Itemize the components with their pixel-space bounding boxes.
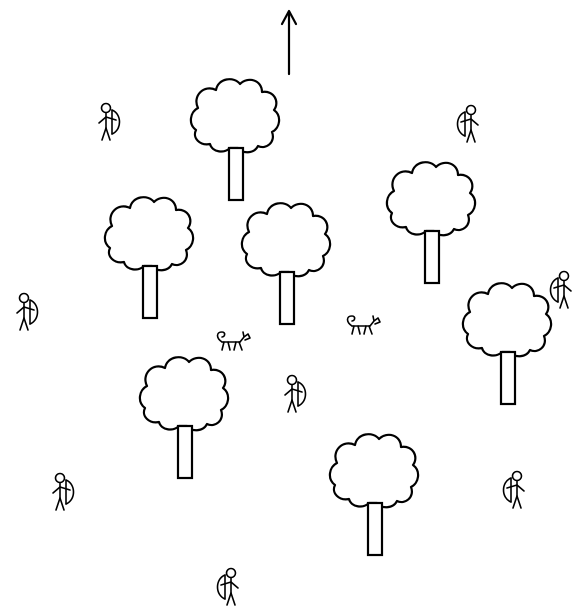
archer-icon (53, 474, 74, 511)
tree-icon (242, 203, 330, 324)
fox-icon (218, 332, 251, 350)
archer-icon (504, 472, 525, 509)
tree-icon (463, 283, 551, 404)
fox-icon (348, 316, 381, 334)
archer-icon (285, 376, 306, 413)
tree-icon (330, 434, 418, 555)
archer-icon (17, 294, 38, 331)
tree-icon (191, 79, 279, 200)
tree-icon (140, 357, 228, 478)
tree-icon (105, 197, 193, 318)
tree-icon (387, 162, 475, 283)
archer-icon (99, 104, 120, 141)
north-arrow-icon (282, 11, 296, 74)
archer-icon (218, 569, 239, 606)
archer-icon (458, 106, 479, 143)
archer-icon (551, 272, 572, 309)
